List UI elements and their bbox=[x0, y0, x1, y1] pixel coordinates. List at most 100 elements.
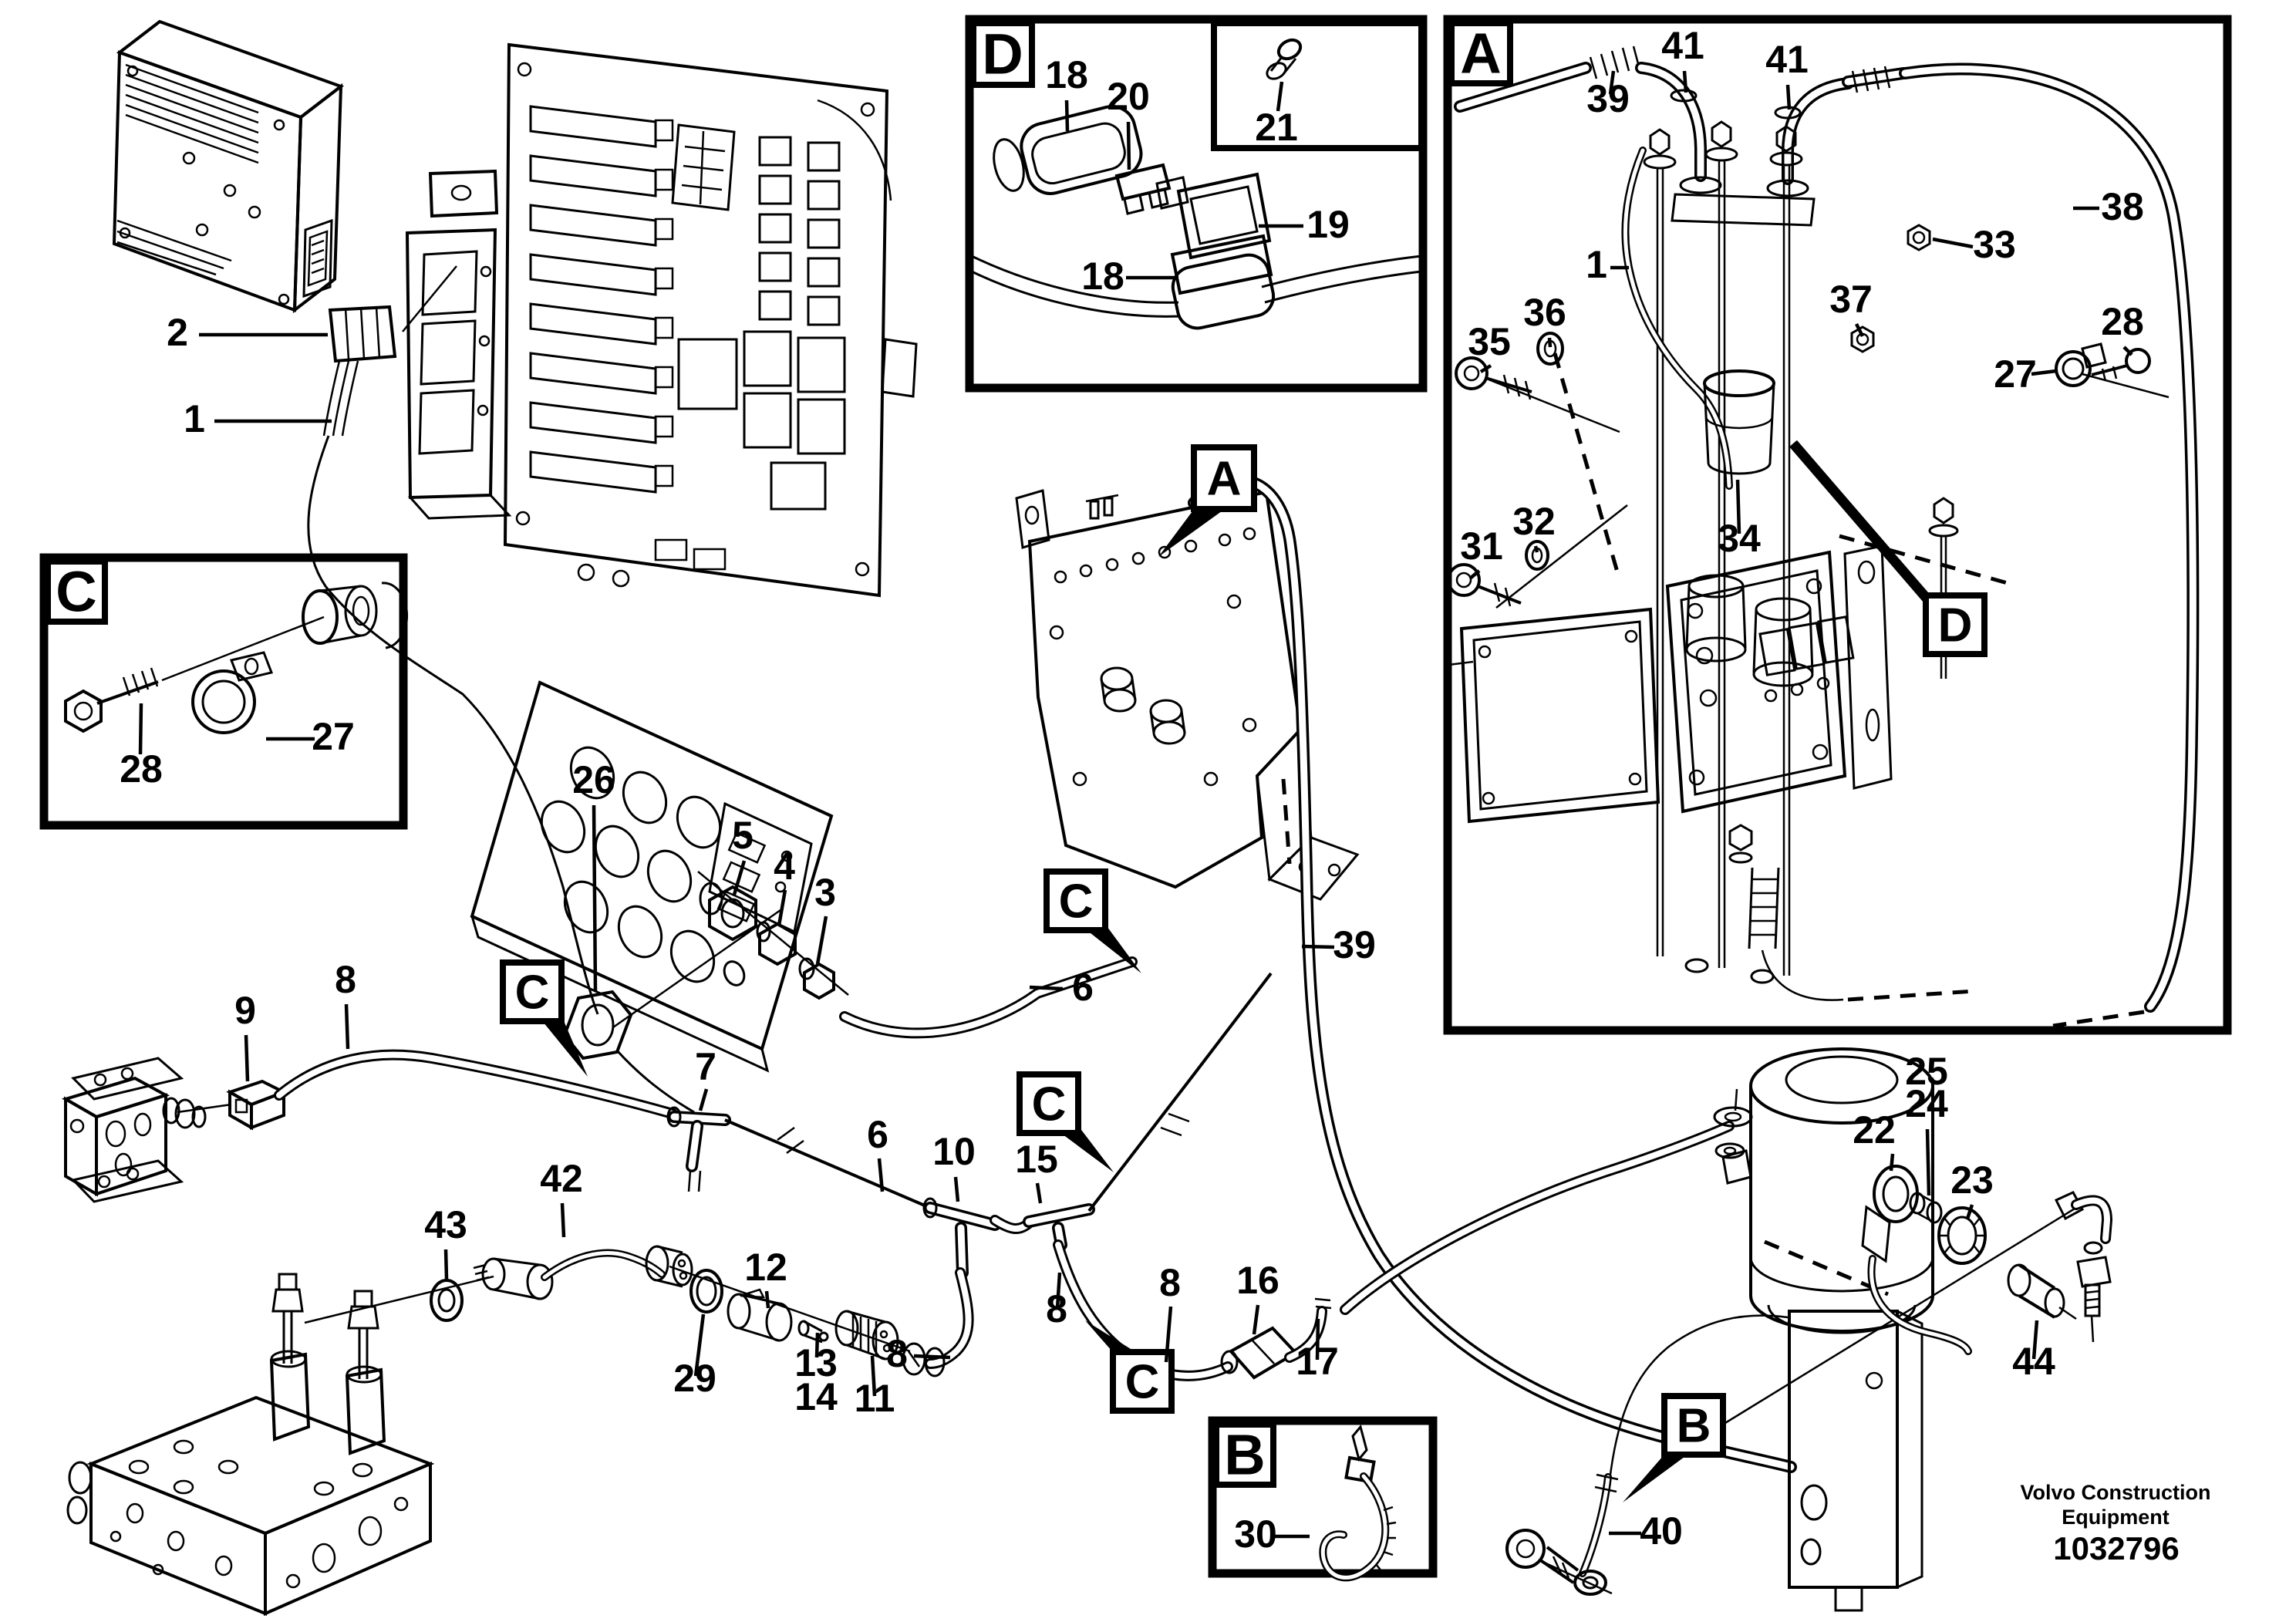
marker-c-line-lower: C bbox=[1017, 1071, 1114, 1172]
bulkhead-panel bbox=[470, 680, 834, 1073]
holder-19-part bbox=[1155, 172, 1273, 295]
coupling-42-part bbox=[473, 1257, 554, 1300]
screw-21-part bbox=[1266, 38, 1303, 80]
detail-box-c-letter: C bbox=[56, 560, 96, 624]
boot-cable-bottom bbox=[1728, 824, 1975, 1002]
callout-8d: 8 bbox=[1159, 1261, 1181, 1304]
ring-29-part bbox=[689, 1269, 723, 1313]
detail-d-parts bbox=[973, 38, 1422, 330]
marker-c-panel: C bbox=[500, 959, 588, 1077]
footer-logo: Volvo Construction Equipment 1032796 bbox=[2021, 1481, 2211, 1566]
callout-8b: 8 bbox=[886, 1332, 908, 1375]
clamp-27-part bbox=[191, 651, 274, 734]
callout-6b: 6 bbox=[867, 1113, 888, 1156]
callout-29: 29 bbox=[673, 1357, 716, 1400]
callout-11: 11 bbox=[855, 1377, 895, 1420]
callout-21: 21 bbox=[1255, 106, 1298, 149]
callout-13: 13 bbox=[794, 1341, 838, 1384]
detail-a-parts bbox=[1447, 46, 2200, 1028]
callout-20: 20 bbox=[1107, 75, 1150, 118]
callout-27a: 27 bbox=[1994, 352, 2037, 396]
part-number: 1032796 bbox=[2053, 1530, 2180, 1566]
detail-box-b-letter: B bbox=[1224, 1423, 1265, 1487]
callout-14: 14 bbox=[794, 1375, 838, 1418]
callout-17: 17 bbox=[1296, 1340, 1339, 1383]
nut-23-part bbox=[1937, 1206, 1987, 1265]
hose-39 bbox=[1188, 474, 1797, 1473]
cover-18-top-part bbox=[993, 105, 1143, 195]
callout-37: 37 bbox=[1829, 278, 1873, 321]
marker-a-letter: A bbox=[1207, 453, 1242, 506]
knob-11-part bbox=[834, 1310, 899, 1361]
callout-16: 16 bbox=[1236, 1259, 1279, 1302]
callout-4: 4 bbox=[774, 845, 795, 888]
rubber-boots-34 bbox=[1685, 574, 1814, 687]
pin-13-14-part bbox=[797, 1320, 829, 1344]
callout-31: 31 bbox=[1460, 524, 1503, 568]
ecu-module bbox=[112, 19, 345, 314]
detail-c-parts bbox=[64, 582, 409, 734]
callout-labels: 2 1 26 5 4 3 6 7 9 8 6 10 15 8 8 8 16 17… bbox=[120, 24, 2144, 1556]
washer-43-part bbox=[430, 1279, 464, 1322]
connector-16-part bbox=[1220, 1326, 1299, 1380]
elbow-plug bbox=[902, 1342, 946, 1378]
callout-7: 7 bbox=[695, 1045, 716, 1088]
bushing-part bbox=[302, 582, 409, 649]
callout-40: 40 bbox=[1640, 1509, 1683, 1553]
fuse-20-part bbox=[1114, 163, 1172, 215]
callout-23: 23 bbox=[1950, 1158, 1994, 1202]
marker-c-line-upper: C bbox=[1043, 868, 1141, 973]
bracket-plate-a bbox=[1015, 470, 1360, 901]
callout-1a: 1 bbox=[1586, 243, 1607, 286]
brand-line-2: Equipment bbox=[2062, 1506, 2170, 1529]
pump-assembly bbox=[1713, 1047, 2113, 1612]
detail-box-b-frame: B bbox=[1208, 1416, 1438, 1578]
callout-5: 5 bbox=[732, 814, 754, 857]
terminal-box bbox=[1665, 550, 1855, 814]
wire-harness-1 bbox=[307, 265, 695, 1114]
callout-8: 8 bbox=[335, 958, 356, 1001]
solenoid-valve-2 bbox=[345, 1290, 386, 1455]
connector-42-end bbox=[645, 1245, 693, 1288]
solenoid-valve-1 bbox=[269, 1273, 311, 1442]
sensor-44-part bbox=[2007, 1263, 2077, 1320]
mounting-studs bbox=[1643, 120, 1959, 984]
ground-strap-40 bbox=[1505, 1314, 1789, 1596]
callout-19: 19 bbox=[1306, 203, 1350, 246]
callout-6: 6 bbox=[1072, 966, 1094, 1009]
detail-box-a-frame: A bbox=[1443, 15, 2232, 1035]
callout-35: 35 bbox=[1468, 320, 1511, 363]
ferrule-24-25-part bbox=[1909, 1192, 1943, 1224]
callout-18b: 18 bbox=[1081, 255, 1124, 298]
mounting-bracket bbox=[405, 169, 512, 520]
detail-box-d-letter: D bbox=[982, 22, 1023, 86]
detail-box-a-letter: A bbox=[1460, 22, 1501, 86]
manifold-block bbox=[66, 1273, 435, 1617]
brand-line-1: Volvo Construction bbox=[2021, 1481, 2211, 1504]
location-markers: A C C C C B D bbox=[500, 440, 1988, 1502]
callout-leaders bbox=[138, 70, 2133, 1539]
callout-15: 15 bbox=[1015, 1138, 1058, 1181]
callout-18a: 18 bbox=[1045, 53, 1088, 96]
callout-39: 39 bbox=[1333, 923, 1376, 966]
marker-c-hose: C bbox=[1085, 1320, 1175, 1414]
callout-2: 2 bbox=[167, 311, 188, 354]
marker-d-relay: D bbox=[1789, 440, 1988, 657]
connector-exploded-row bbox=[304, 1245, 911, 1361]
callout-10: 10 bbox=[932, 1130, 976, 1173]
detail-box-d-frame: D bbox=[965, 15, 1428, 393]
circuit-board bbox=[503, 42, 918, 598]
callout-44: 44 bbox=[2012, 1340, 2055, 1383]
callout-28a: 28 bbox=[2101, 300, 2144, 343]
callout-27c: 27 bbox=[312, 715, 355, 758]
callout-33: 33 bbox=[1973, 223, 2016, 266]
callout-41a: 41 bbox=[1661, 24, 1704, 67]
hardware-33-35-36-37-31-32 bbox=[1447, 224, 1931, 609]
callout-24: 24 bbox=[1905, 1082, 1948, 1125]
marker-b-strap: B bbox=[1623, 1393, 1726, 1502]
detail-box-c-frame: C bbox=[39, 553, 408, 830]
callout-38: 38 bbox=[2101, 185, 2144, 228]
pressure-switch-assembly bbox=[61, 1049, 678, 1203]
marker-c-letter: C bbox=[1032, 1078, 1067, 1131]
